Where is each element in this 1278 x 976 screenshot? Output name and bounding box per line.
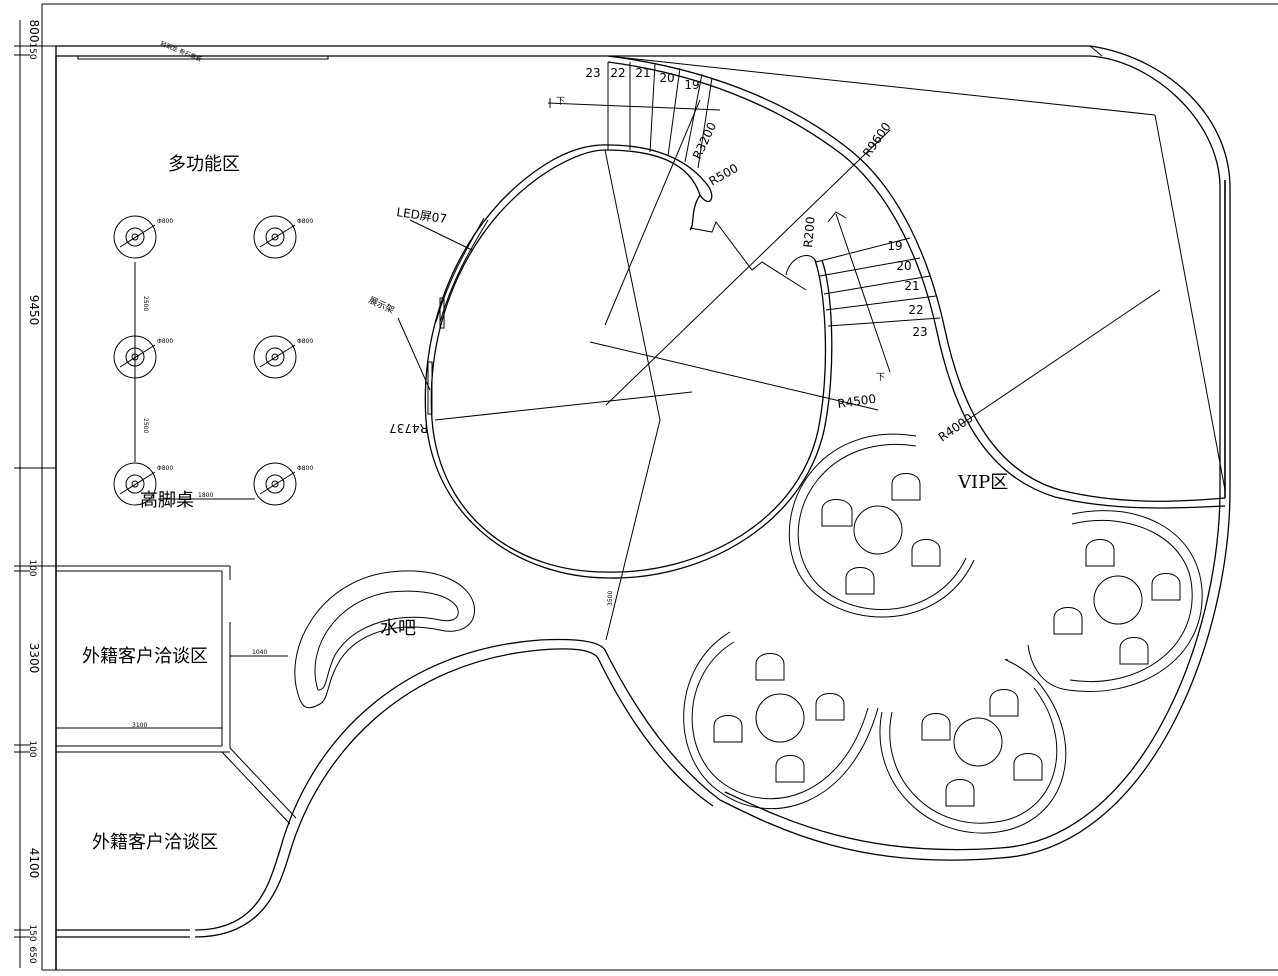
high-table: Φ800: [253, 462, 313, 506]
dim-150-top: 150: [27, 42, 37, 59]
vip-seating: [683, 433, 1203, 834]
step-23-right: 23: [912, 325, 927, 339]
step-19-right: 19: [887, 239, 902, 253]
step-21-upper: 21: [635, 66, 650, 80]
frame-lines: [41, 3, 1278, 971]
high-tables: Φ800 Φ800 Φ800 Φ800 Φ800 Φ800 2: [113, 215, 313, 506]
dim-1800: 1800: [198, 492, 213, 499]
exterior-walls: [55, 45, 1231, 970]
radius-r4737: R4737: [389, 421, 428, 435]
table-diameter: Φ800: [297, 465, 313, 472]
dim-4100: 4100: [27, 848, 41, 879]
dim-3500: 3500: [607, 591, 614, 606]
area-water-bar: 水吧: [380, 618, 416, 639]
step-22-upper: 22: [610, 66, 625, 80]
step-20-right: 20: [896, 259, 911, 273]
area-bar-table: 高脚桌: [140, 490, 194, 511]
step-22-right: 22: [908, 303, 923, 317]
table-diameter: Φ800: [157, 338, 173, 345]
top-wall-note: 轻钢龙 骨石膏板: [159, 39, 203, 63]
water-bar-counter: 1040 3100 3500: [132, 570, 614, 729]
high-table: Φ800: [113, 215, 173, 259]
area-vip: VIP区: [957, 472, 1008, 493]
vip-table-group: [879, 659, 1067, 834]
left-dimension-line: 800 150 9450 100 3300 100 4100 150 650: [14, 20, 56, 968]
dim-3300: 3300: [27, 643, 41, 674]
area-foreign-talk-2: 外籍客户洽谈区: [92, 832, 218, 853]
table-diameter: Φ800: [157, 218, 173, 225]
radius-r500: R500: [707, 161, 741, 189]
dim-650: 650: [27, 946, 37, 963]
high-table: Φ800: [113, 462, 173, 506]
step-20-upper: 20: [659, 71, 674, 85]
dim-100-b: 100: [27, 740, 37, 757]
dim-9450: 9450: [27, 295, 41, 326]
radius-r4500: R4500: [836, 392, 876, 411]
curved-wall-lower: [194, 638, 721, 938]
round-room: [424, 144, 833, 579]
step-19-upper: 19: [684, 78, 699, 92]
stairs-right: 19 20 21 22 23 下: [815, 211, 941, 383]
dim-100-a: 100: [27, 559, 37, 576]
down-mark-upper: 下: [556, 97, 565, 107]
display-rack: 展示架: [367, 295, 445, 415]
high-table: Φ800: [253, 215, 313, 259]
area-multi-function: 多功能区: [168, 154, 240, 175]
table-diameter: Φ800: [297, 218, 313, 225]
dim-2500-b: 2500: [142, 418, 149, 433]
guide-lines: [434, 55, 1226, 641]
display-rack-label: 展示架: [367, 295, 396, 316]
radius-r9600: R9600: [860, 120, 894, 160]
dim-1040: 1040: [252, 649, 267, 656]
dim-3100: 3100: [132, 722, 147, 729]
dim-150-bottom: 150: [27, 924, 37, 941]
vip-table-group: [1027, 510, 1203, 692]
step-23-upper: 23: [585, 66, 600, 80]
high-table: Φ800: [113, 335, 173, 379]
dim-2500-a: 2500: [142, 296, 149, 311]
vip-table-group: [683, 631, 879, 810]
radius-r3200: R3200: [690, 120, 719, 161]
top-wall-rack: [77, 55, 329, 60]
high-table: Φ800: [253, 335, 313, 379]
led-screen: LED屏07: [396, 205, 489, 323]
left-rooms: [56, 565, 297, 825]
step-21-right: 21: [904, 279, 919, 293]
radius-r200: R200: [801, 216, 818, 248]
area-foreign-talk-1: 外籍客户洽谈区: [82, 646, 208, 667]
curved-wall-upper-right: [607, 55, 1226, 509]
led-label: LED屏07: [396, 205, 448, 226]
radius-r4000: R4000: [936, 411, 976, 445]
down-mark-right: 下: [876, 373, 885, 383]
stairs-upper: 23 22 21 20 19 下: [547, 62, 721, 169]
dim-800: 800: [27, 20, 41, 43]
table-diameter: Φ800: [157, 465, 173, 472]
table-diameter: Φ800: [297, 338, 313, 345]
vip-table-group: [788, 433, 975, 618]
